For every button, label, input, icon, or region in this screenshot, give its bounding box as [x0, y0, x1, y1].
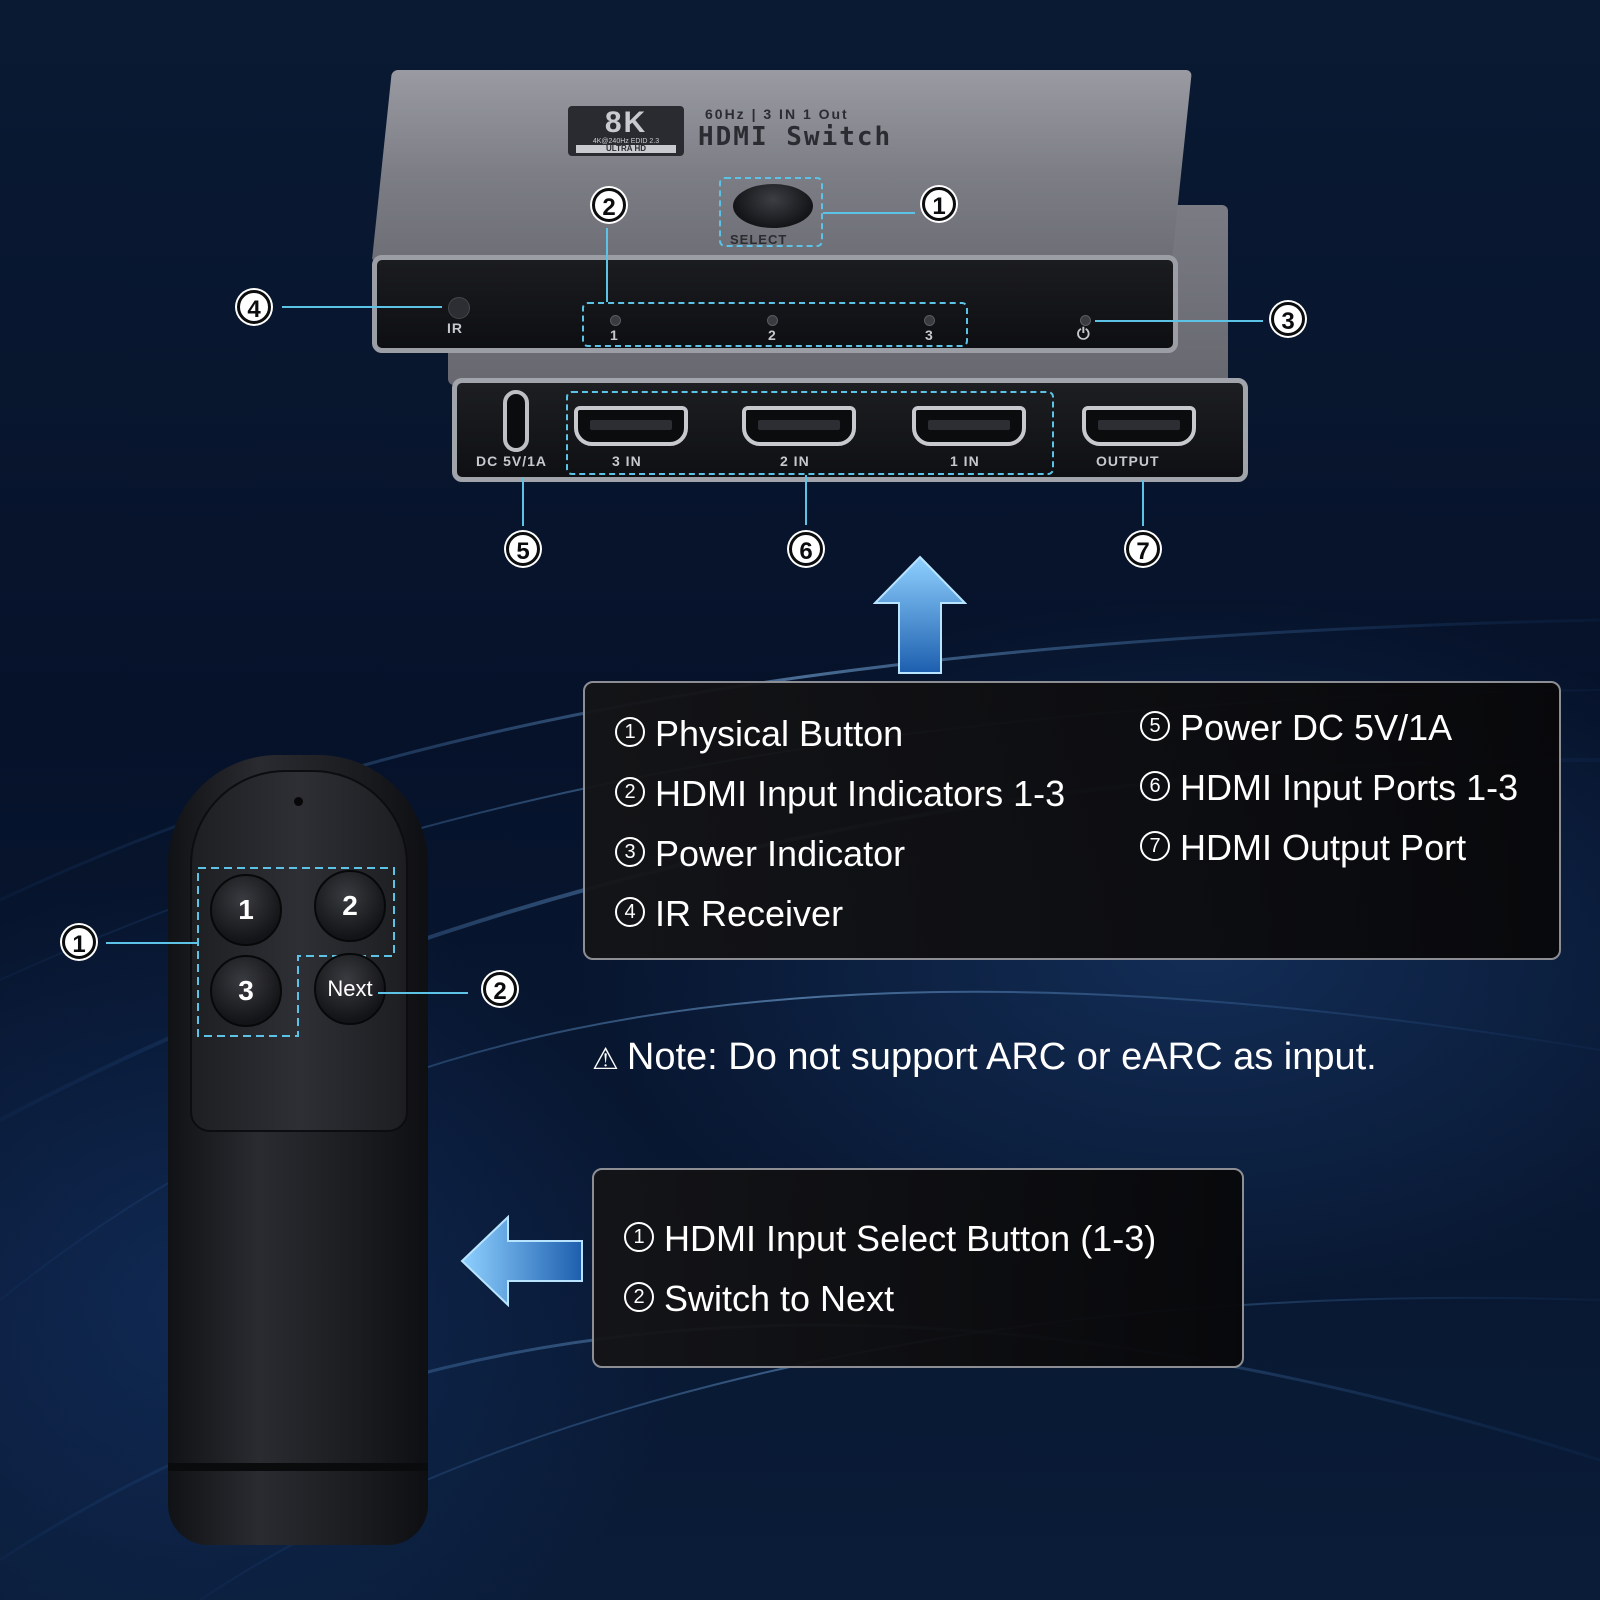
callout-line-7 — [1142, 480, 1144, 526]
circled-number: 2 — [624, 1282, 654, 1313]
device-info-text: HDMI Output Port — [1180, 827, 1467, 868]
8k-badge: 8K 4K@240Hz EDID 2.3 ULTRA HD — [568, 106, 684, 156]
device-info-text: Power Indicator — [655, 833, 906, 874]
circled-number: 5 — [1140, 711, 1170, 742]
note-line: ⚠Note: Do not support ARC or eARC as inp… — [592, 1036, 1377, 1079]
device-info-item-5: 5 Power DC 5V/1A — [1140, 707, 1452, 749]
remote-button-3[interactable]: 3 — [210, 955, 282, 1027]
arrow-left-icon — [460, 1215, 583, 1307]
circled-number: 1 — [615, 717, 645, 748]
remote-info-item-1: 1 HDMI Input Select Button (1-3) — [624, 1218, 1156, 1260]
remote-callout-badge-1: 1 — [62, 925, 96, 959]
hdmi-port-output — [1082, 406, 1196, 446]
remote-select-highlight — [197, 867, 395, 1037]
device-info-item-4: 4 IR Receiver — [615, 893, 843, 935]
input-ports-highlight — [566, 391, 1054, 475]
ir-label: IR — [447, 320, 463, 336]
select-label: SELECT — [730, 232, 788, 247]
remote-button-2[interactable]: 2 — [314, 870, 386, 942]
remote-callout-badge-2: 2 — [483, 972, 517, 1006]
dc-label: DC 5V/1A — [476, 453, 548, 469]
badge-8k-text: 8K — [604, 106, 648, 139]
circled-number: 2 — [615, 777, 645, 808]
callout-badge-7: 7 — [1126, 532, 1160, 566]
input-indicator-1 — [610, 315, 621, 326]
indicator-label-1: 1 — [610, 327, 619, 343]
select-button-highlight — [719, 177, 823, 247]
input-indicators-highlight — [582, 302, 968, 347]
hdmi-port-3-in — [574, 406, 688, 446]
remote-control-band — [168, 1463, 428, 1471]
callout-badge-3: 3 — [1271, 302, 1305, 336]
port-label-output: OUTPUT — [1096, 453, 1160, 469]
callout-line-2 — [606, 228, 608, 302]
dc-power-port — [503, 390, 529, 452]
hdmi-port-2-in — [742, 406, 856, 446]
remote-callout-line-1 — [106, 942, 198, 944]
warning-icon: ⚠ — [592, 1043, 619, 1076]
remote-button-1[interactable]: 1 — [210, 874, 282, 946]
callout-line-3 — [1095, 320, 1263, 322]
badge-ultra-hd-text: ULTRA HD — [576, 145, 676, 153]
device-info-item-7: 7 HDMI Output Port — [1140, 827, 1466, 869]
remote-callout-line-2 — [378, 992, 468, 994]
callout-line-4 — [282, 306, 442, 308]
remote-info-item-2: 2 Switch to Next — [624, 1278, 894, 1320]
callout-badge-1: 1 — [922, 187, 956, 221]
device-info-text: IR Receiver — [655, 893, 844, 934]
hdmi-port-1-in — [912, 406, 1026, 446]
switch-front-panel — [372, 255, 1178, 353]
power-indicator — [1080, 315, 1091, 326]
port-label-1-in: 1 IN — [950, 453, 980, 469]
remote-ir-emitter — [294, 797, 303, 806]
remote-button-next[interactable]: Next — [314, 953, 386, 1025]
device-info-text: HDMI Input Ports 1-3 — [1180, 767, 1519, 808]
circled-number: 1 — [624, 1222, 654, 1253]
remote-info-text: Switch to Next — [664, 1278, 895, 1319]
device-info-item-6: 6 HDMI Input Ports 1-3 — [1140, 767, 1518, 809]
callout-badge-2: 2 — [592, 188, 626, 222]
callout-badge-5: 5 — [506, 532, 540, 566]
input-indicator-2 — [767, 315, 778, 326]
device-info-panel: 1 Physical Button 2 HDMI Input Indicators … — [583, 681, 1561, 960]
note-text: Note: Do not support ARC or eARC as inpu… — [626, 1036, 1377, 1078]
power-icon: ⏻ — [1077, 326, 1091, 343]
device-info-item-3: 3 Power Indicator — [615, 833, 905, 875]
port-label-2-in: 2 IN — [780, 453, 810, 469]
callout-badge-4: 4 — [237, 290, 271, 324]
badge-spec-text: 4K@240Hz EDID 2.3 — [592, 138, 660, 145]
indicator-label-2: 2 — [768, 327, 777, 343]
device-title: HDMI Switch — [698, 122, 893, 152]
input-indicator-3 — [924, 315, 935, 326]
callout-badge-6: 6 — [789, 532, 823, 566]
device-info-text: Power DC 5V/1A — [1180, 707, 1453, 748]
circled-number: 3 — [615, 837, 645, 868]
callout-line-1 — [823, 212, 915, 214]
circled-number: 6 — [1140, 771, 1170, 802]
device-info-text: HDMI Input Indicators 1-3 — [655, 773, 1066, 814]
circled-number: 4 — [615, 897, 645, 928]
device-info-text: Physical Button — [655, 713, 904, 754]
select-button[interactable] — [733, 184, 813, 228]
arrow-up-icon — [873, 555, 967, 674]
callout-line-6 — [805, 475, 807, 525]
indicator-label-3: 3 — [925, 327, 934, 343]
remote-control-face — [190, 770, 408, 1132]
ir-receiver — [448, 297, 470, 319]
remote-info-text: HDMI Input Select Button (1-3) — [664, 1218, 1157, 1259]
device-info-item-1: 1 Physical Button — [615, 713, 903, 755]
device-subtitle: 60Hz | 3 IN 1 Out — [705, 106, 849, 122]
callout-line-5 — [522, 478, 524, 526]
device-info-item-2: 2 HDMI Input Indicators 1-3 — [615, 773, 1065, 815]
port-label-3-in: 3 IN — [612, 453, 642, 469]
remote-info-panel: 1 HDMI Input Select Button (1-3) 2 Switch … — [592, 1168, 1244, 1368]
circled-number: 7 — [1140, 831, 1170, 862]
